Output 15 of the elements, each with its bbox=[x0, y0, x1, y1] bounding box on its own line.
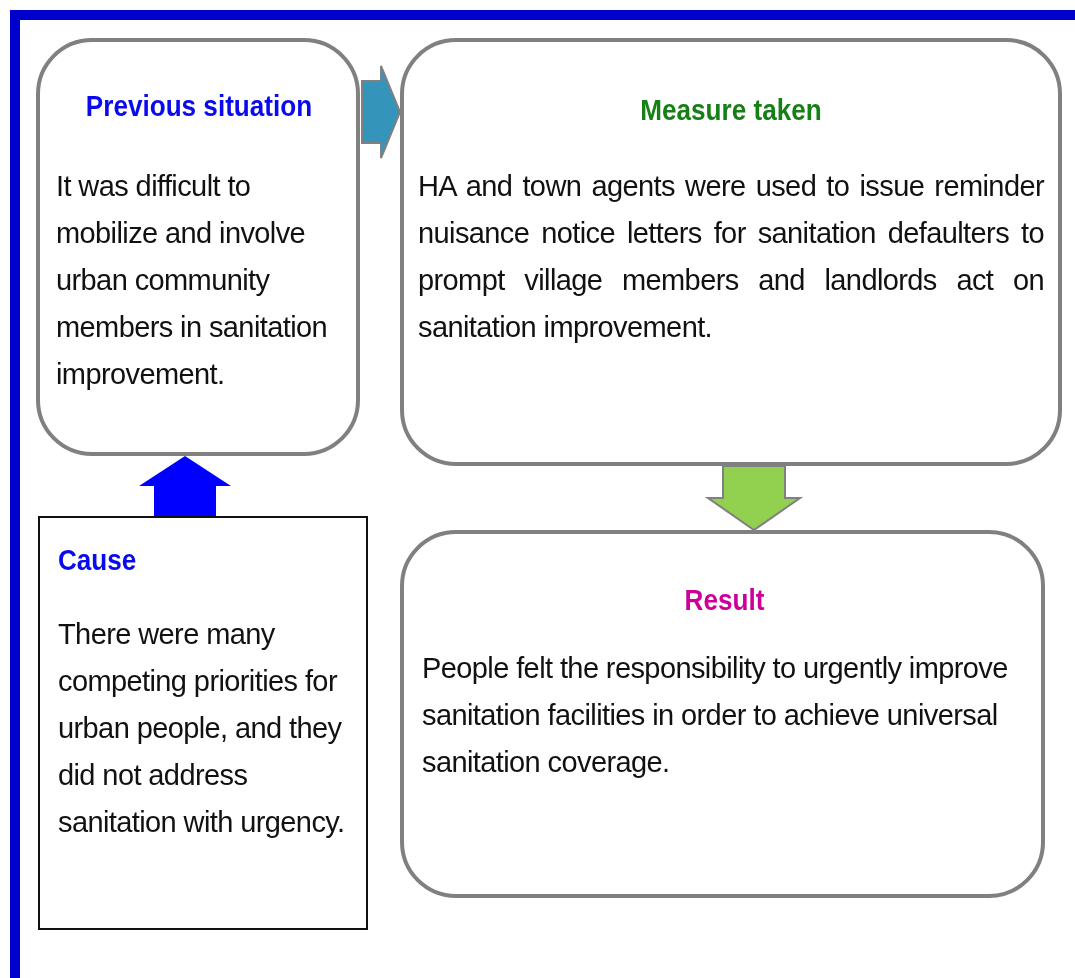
block-arrow bbox=[704, 465, 804, 532]
box-heading: Previous situation bbox=[84, 90, 314, 123]
box-heading: Cause bbox=[58, 544, 138, 577]
block-arrow bbox=[361, 65, 402, 159]
box-text: It was difficult to mobilize and involve urban community members in sanitation improvement. bbox=[56, 169, 329, 392]
rounded-box bbox=[400, 530, 1045, 898]
box-text: HA and town agents were used to issue reminder nuisance notice letters for sanitation defaulters to prompt village members and landlords act on sanitation improvement. bbox=[418, 169, 1044, 345]
cause-box bbox=[38, 516, 368, 930]
box-text: People felt the responsibility to urgently improve sanitation facilities in order to achieve universal sanitation coverage. bbox=[422, 651, 1009, 780]
rounded-box bbox=[400, 38, 1062, 466]
box-text: There were many competing priorities for urban people, and they did not address sanitation with urgency. bbox=[58, 617, 346, 840]
box-heading: Measure taken bbox=[639, 94, 823, 127]
box-heading: Result bbox=[683, 584, 766, 617]
rounded-box bbox=[36, 38, 360, 456]
block-arrow bbox=[139, 456, 231, 516]
